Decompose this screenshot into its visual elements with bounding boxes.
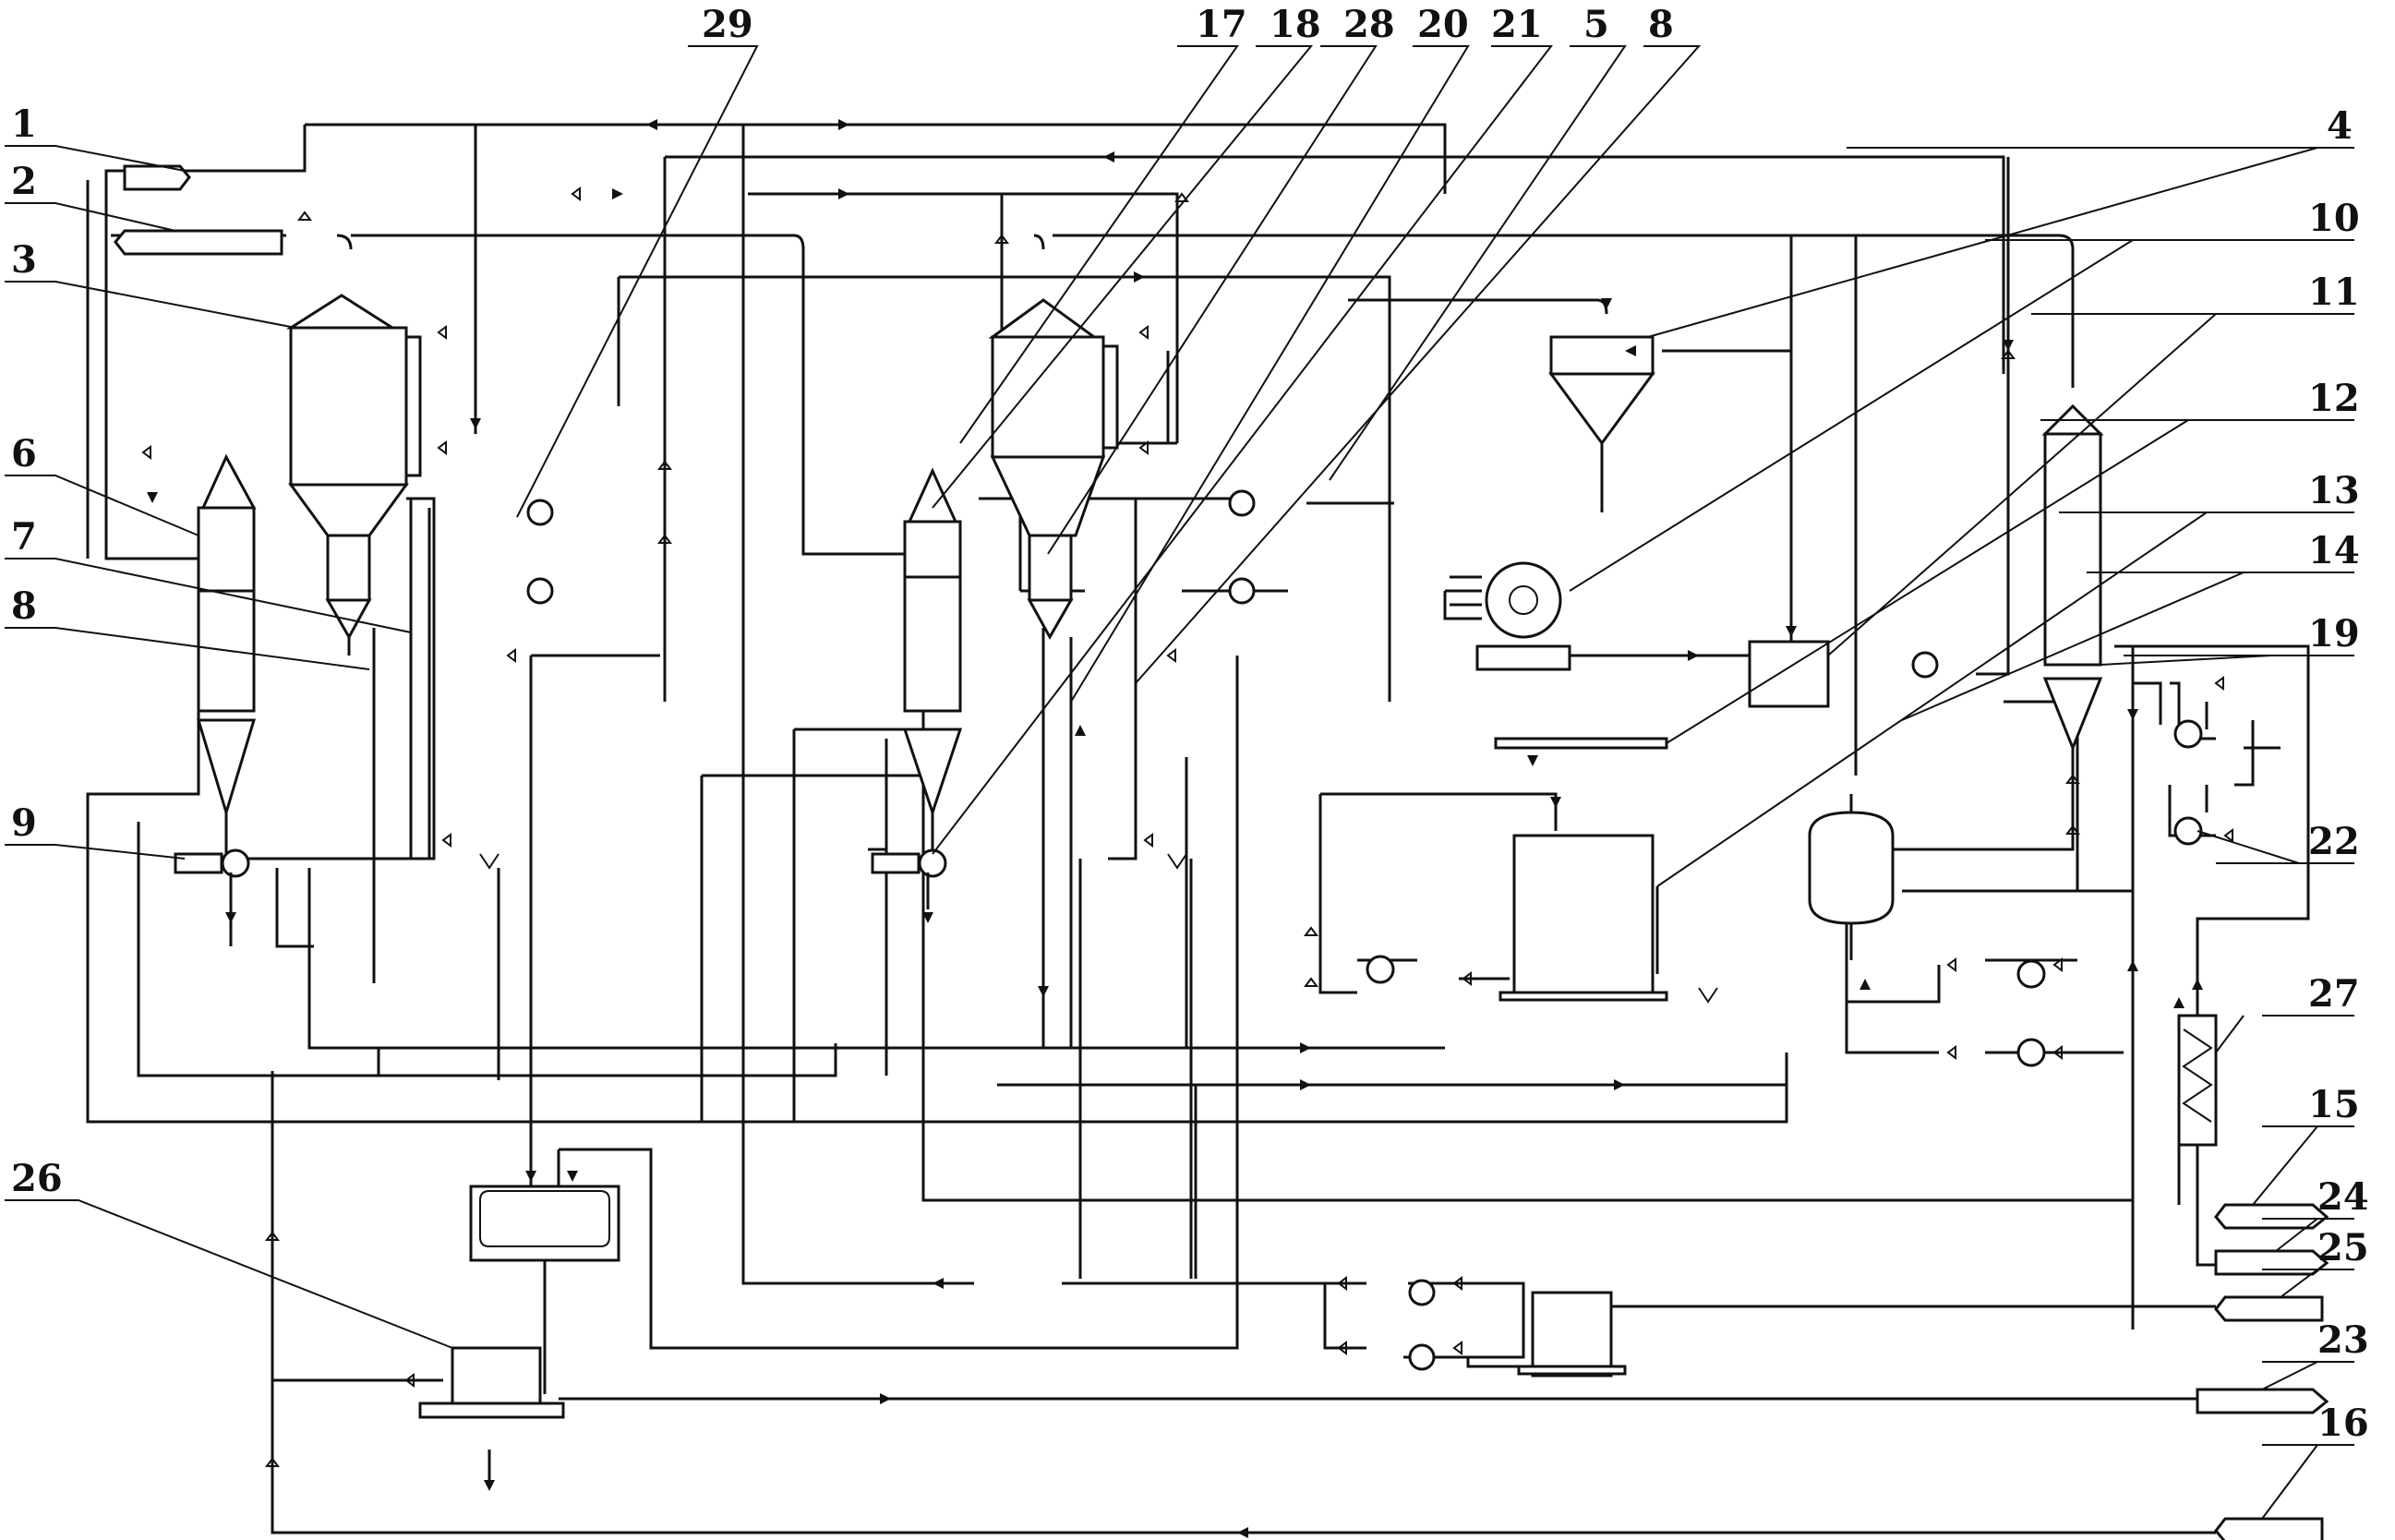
label-2: 2 (11, 160, 37, 203)
tank-26 (418, 1346, 565, 1419)
label-8a: 8 (11, 584, 37, 628)
terminal-15 (2214, 1203, 2329, 1230)
heat-exchanger-27 (2177, 1014, 2218, 1147)
hopper-4 (1548, 335, 1655, 512)
pump-9 (174, 848, 250, 909)
centrifuge-10 (1475, 561, 1571, 671)
label-1: 1 (11, 102, 37, 146)
tank-13 (1512, 834, 1655, 994)
valves (141, 186, 2233, 1467)
label-16: 16 (2317, 1402, 2369, 1445)
label-13: 13 (2308, 469, 2360, 512)
label-11: 11 (2308, 271, 2360, 314)
label-7: 7 (11, 515, 37, 559)
equipment (174, 294, 2218, 1419)
conveyor-12 (1494, 737, 1668, 750)
label-21: 21 (1491, 3, 1543, 46)
tank-lower-middle (1517, 1291, 1627, 1378)
label-29: 29 (702, 3, 753, 46)
tank-11 (1748, 640, 1830, 708)
label-5: 5 (1583, 3, 1609, 46)
label-9: 9 (11, 801, 37, 845)
label-8b: 8 (1648, 3, 1674, 46)
terminal-2 (114, 229, 283, 256)
heater-7 (406, 497, 436, 860)
label-23: 23 (2317, 1318, 2369, 1362)
drain-symbol (479, 853, 1718, 1004)
vessel-14 (1808, 794, 1895, 960)
pumps-middle (1228, 489, 2046, 1371)
heater-21 (1108, 497, 1137, 860)
label-17: 17 (1196, 3, 1247, 46)
separator-18 (988, 298, 1119, 641)
label-14: 14 (2308, 529, 2360, 572)
terminal-24 (2214, 1249, 2329, 1276)
label-28: 28 (1343, 3, 1395, 46)
terminal-23 (2196, 1388, 2329, 1414)
pump-20 (871, 848, 947, 909)
label-3: 3 (11, 238, 37, 282)
terminal-1 (123, 164, 191, 191)
label-24: 24 (2317, 1175, 2369, 1219)
label-4: 4 (2327, 104, 2353, 148)
heater-6 (196, 453, 257, 859)
leader-lines (5, 45, 2354, 1520)
label-22: 22 (2308, 820, 2360, 863)
label-20: 20 (1417, 3, 1469, 46)
pump-22 (2173, 719, 2203, 846)
label-6: 6 (11, 432, 37, 475)
label-18: 18 (1270, 3, 1321, 46)
tank-13-base (1498, 991, 1668, 1002)
heater-17 (902, 467, 963, 859)
labels: 1 2 3 4 5 6 7 8 8 9 10 11 12 13 14 15 16… (11, 3, 2369, 1445)
label-25: 25 (2317, 1226, 2369, 1269)
label-15: 15 (2308, 1083, 2360, 1126)
label-27: 27 (2308, 972, 2360, 1016)
storage-drum (469, 1185, 620, 1262)
terminal-25 (2214, 1295, 2324, 1322)
label-12: 12 (2308, 377, 2360, 420)
label-26: 26 (11, 1157, 63, 1200)
terminals (114, 164, 2329, 1540)
label-19: 19 (2308, 612, 2360, 656)
crystallizer-19 (1893, 403, 2104, 851)
flow-arrows (147, 119, 2203, 1538)
label-10: 10 (2308, 197, 2360, 240)
terminal-16 (2214, 1517, 2324, 1540)
pump-29 (526, 499, 554, 605)
separator-3 (285, 294, 422, 656)
pipe-network (86, 123, 2310, 1534)
